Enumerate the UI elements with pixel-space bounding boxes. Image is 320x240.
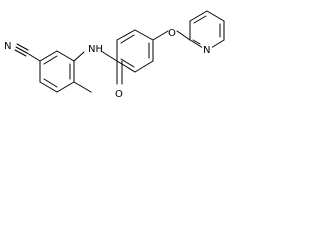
methyl-group [73, 81, 92, 93]
chemical-structure-diagram: N NH O O [4, 10, 225, 100]
left-benzene-ring [39, 50, 75, 93]
nitrile-group: N [4, 41, 41, 62]
middle-benzene-ring [116, 29, 154, 73]
amide-nh-label: NH [88, 44, 103, 55]
ether-linker: O [152, 28, 191, 41]
amide-linkage: NH O [73, 44, 123, 100]
ether-oxygen-label: O [168, 28, 176, 39]
carbonyl-oxygen-label: O [115, 89, 123, 100]
pyridine-nitrogen-label: N [203, 45, 210, 56]
pyridine-ring: N [189, 10, 225, 56]
nitrile-nitrogen-label: N [4, 41, 11, 52]
